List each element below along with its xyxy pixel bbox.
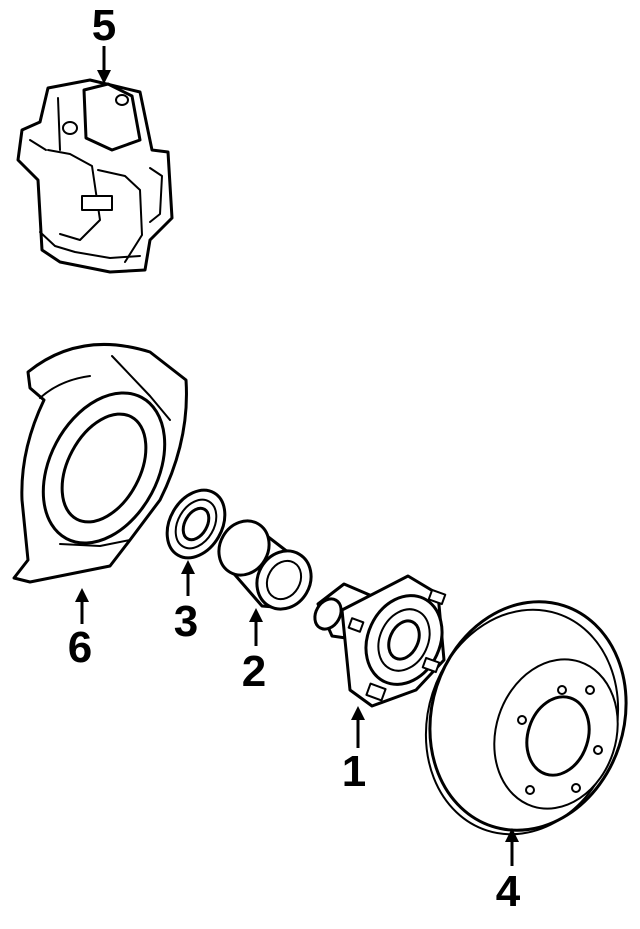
callout-6: 6 [68, 623, 92, 672]
arrowhead-5 [97, 70, 111, 84]
rotor [424, 600, 628, 836]
arrowhead-6 [75, 588, 89, 602]
arrowhead-3 [181, 560, 195, 574]
seal [165, 488, 227, 560]
callout-2: 2 [242, 647, 266, 696]
hub [313, 574, 447, 708]
callout-3: 3 [174, 597, 198, 646]
splash-shield [12, 342, 188, 584]
callout-1: 1 [342, 747, 366, 796]
callout-4: 4 [496, 867, 521, 916]
arrowhead-4 [505, 828, 519, 842]
caliper [16, 78, 174, 274]
bearing [217, 519, 313, 611]
arrowhead-2 [249, 608, 263, 622]
arrowhead-1 [351, 706, 365, 720]
callout-5: 5 [92, 1, 116, 50]
